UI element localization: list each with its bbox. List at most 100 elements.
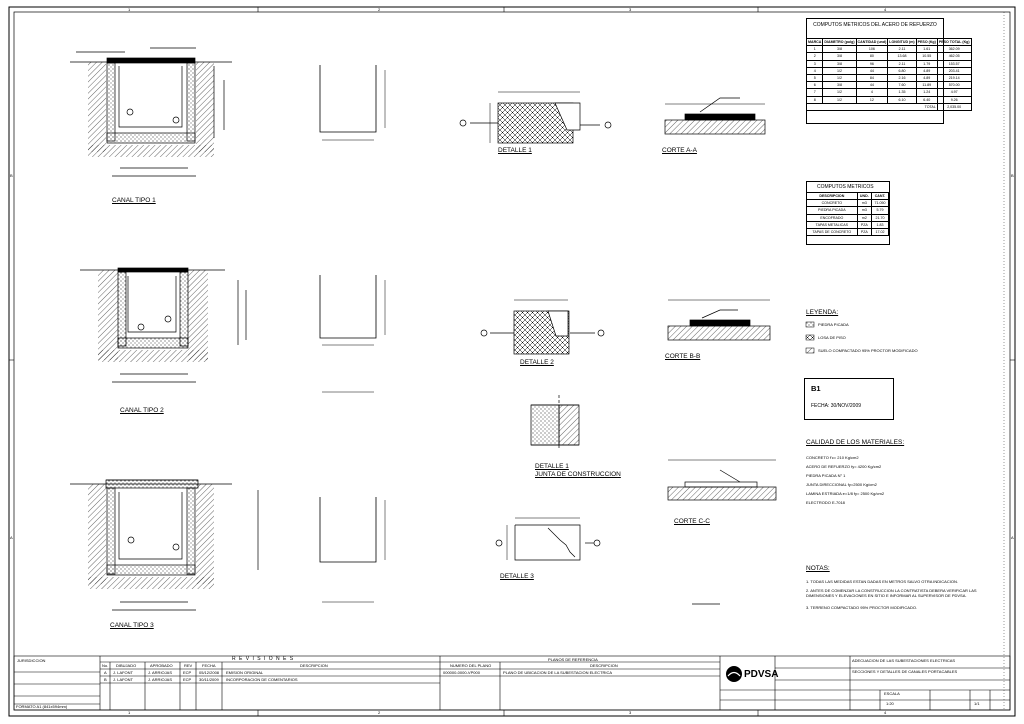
detalle-1-drawing xyxy=(459,91,612,144)
pdvsa-logo: PDVSA xyxy=(724,660,778,688)
label-corte-a-a: CORTE A-A xyxy=(662,147,697,154)
canal-tipo-2-section xyxy=(80,267,247,383)
scale-label: ESCALA xyxy=(884,691,900,696)
steel-table-cell: 1.61 xyxy=(915,45,938,54)
canal-tipo-3-section xyxy=(70,479,259,611)
steel-table-cell: 3/8 xyxy=(822,45,857,54)
rebar-diagrams xyxy=(319,65,386,603)
label-canal-tipo-1: CANAL TIPO 1 xyxy=(112,197,156,204)
steel-table-cell: 1 xyxy=(805,45,824,54)
rev-row-a-aprobado: J. ARRIOJAS xyxy=(148,670,173,675)
notes-line-2: 2. ANTES DE COMENZAR LA CONSTRUCCION LA … xyxy=(806,588,977,599)
legend-title: LEYENDA: xyxy=(806,309,839,316)
detalle-2-drawing xyxy=(480,299,605,355)
label-detalle-3: DETALLE 3 xyxy=(500,573,534,580)
steel-table-total-value: 2,035.00 xyxy=(936,102,972,111)
rev-row-b-fecha: 30/11/2009 xyxy=(199,677,219,682)
rev-row-a-descripcion: EMISION ORIGINAL xyxy=(226,670,264,675)
col-number-4-top: 4 xyxy=(884,7,887,12)
canal-tipo-1-section xyxy=(70,47,232,177)
materials-line-2: ACERO DE REFUERZO fy= 4200 Kg/cm2 xyxy=(806,464,882,469)
corte-a-a-drawing xyxy=(664,97,766,135)
materials-line-4: JUNTA DIRECCIONAL fy=2500 Kg/cm2 xyxy=(806,482,877,487)
revisions-title: R E V I S I O N E S xyxy=(232,656,295,662)
rev-row-b-aprobado: J. ARRIOJAS xyxy=(148,677,173,682)
label-corte-c-c: CORTE C-C xyxy=(674,518,710,525)
legend-item-piedra: PIEDRA PICADA xyxy=(818,322,849,327)
rev-row-a-rev: ECP xyxy=(183,670,192,675)
steel-table-cell: 3/8 xyxy=(822,52,857,61)
steel-table-cell: 2 xyxy=(805,52,824,61)
col-number-2-bottom: 2 xyxy=(378,710,381,715)
rev-row-b-dibujado: J. LAFONT xyxy=(113,677,134,682)
label-detalle-1: DETALLE 1 xyxy=(498,147,532,154)
rev-row-b-descripcion: INCORPORACION DE COMENTARIOS xyxy=(226,677,298,682)
steel-table-header-cell: PESO TOTAL (Kg) xyxy=(936,37,972,47)
materials-title: CALIDAD DE LOS MATERIALES: xyxy=(806,439,905,446)
metric-table-title: COMPUTOS METRICOS xyxy=(817,184,874,190)
steel-table-cell: 13.68 xyxy=(887,52,917,61)
col-number-1-bottom: 1 xyxy=(128,710,131,715)
project-name: ADECUACION DE LAS SUBESTACIONES ELECTRIC… xyxy=(852,658,956,663)
metric-table-cell: 17.02 xyxy=(870,227,890,237)
label-junta-detalle: DETALLE 1 xyxy=(535,463,569,470)
revision-fecha: FECHA: 30/NOV/2009 xyxy=(811,403,862,409)
row-letter-a-left: A xyxy=(10,535,13,540)
col-number-2-top: 2 xyxy=(378,7,381,12)
row-letter-b-left: B xyxy=(10,173,13,178)
notes-line-1: 1. TODAS LAS MEDIDAS ESTAN DADAS EN METR… xyxy=(806,579,958,584)
ref-header-descripcion: DESCRIPCION xyxy=(590,663,618,668)
detalle-3-drawing xyxy=(495,517,601,561)
revision-mark: B1 xyxy=(811,384,821,393)
format-label: FORMATO A1 (841x594mm) xyxy=(16,704,68,709)
col-number-3-bottom: 3 xyxy=(629,710,632,715)
rev-row-a-dibujado: J. LAFONT xyxy=(113,670,134,675)
rev-header-aprobado: APROBADO xyxy=(150,663,173,668)
col-number-1-top: 1 xyxy=(128,7,131,12)
legend-item-suelo: SUELO COMPACTADO 95% PROCTOR MODIFICADO xyxy=(818,348,918,353)
steel-table-cell: 10.55 xyxy=(915,52,938,61)
revision-stamp: B1 FECHA: 30/NOV/2009 xyxy=(804,378,894,420)
rev-header-rev: REV xyxy=(184,663,193,668)
corte-c-c-drawing xyxy=(667,459,777,605)
ref-row-descripcion: PLANO DE UBICACION DE LA SUBESTACION ELE… xyxy=(503,670,613,675)
label-detalle-2: DETALLE 2 xyxy=(520,359,554,366)
ref-row-numero: 000000-0000-VP000 xyxy=(443,670,480,675)
label-canal-tipo-2: CANAL TIPO 2 xyxy=(120,407,164,414)
steel-table-header-cell: PESO (Kg) xyxy=(915,37,938,47)
rev-row-b-rev: ECP xyxy=(183,677,192,682)
steel-table-header-cell: LONGITUD (m) xyxy=(887,37,917,47)
legend-item-losa: LOSA DE PISO xyxy=(818,335,846,340)
materials-line-3: PIEDRA PICADA N° 1 xyxy=(806,473,846,478)
pdvsa-sun-icon xyxy=(726,666,742,682)
ref-header-numero: NUMERO DEL PLANO xyxy=(450,663,492,668)
metric-table-cell: PZA xyxy=(856,227,872,237)
col-number-4-bottom: 4 xyxy=(884,710,887,715)
row-letter-b-right: B xyxy=(1011,173,1014,178)
drawing-title: SECCIONES Y DETALLES DE CANALES PORTACAB… xyxy=(852,669,958,674)
sheet-number: 1/1 xyxy=(974,701,980,706)
rev-header-no: No. xyxy=(102,663,109,668)
rev-row-a-fecha: 05/12/2008 xyxy=(199,670,220,675)
steel-table-total-label: TOTAL xyxy=(806,102,938,111)
jurisdiccion-label: JURISDICCION xyxy=(17,658,46,663)
steel-table-cell: 462.05 xyxy=(936,52,972,61)
rev-row-b-no: B xyxy=(104,677,107,682)
col-number-3-top: 3 xyxy=(629,7,632,12)
corte-b-b-drawing xyxy=(667,299,771,341)
rev-header-descripcion: DESCRIPCION xyxy=(300,663,328,668)
materials-line-5: LAMINA ESTRIADA e=1/8 fy= 2500 Kg/cm2 xyxy=(806,491,885,496)
junta-drawing xyxy=(530,395,580,450)
ref-title: PLANOS DE REFERENCIA xyxy=(548,657,598,662)
steel-table-cell: 362.09 xyxy=(936,45,972,54)
rev-header-fecha: FECHA xyxy=(202,663,216,668)
rev-header-dibujado: DIBUJADO xyxy=(116,663,137,668)
label-corte-b-b: CORTE B-B xyxy=(665,353,701,360)
steel-table-title: COMPUTOS METRICOS DEL ACERO DE REFUERZO xyxy=(813,22,937,28)
